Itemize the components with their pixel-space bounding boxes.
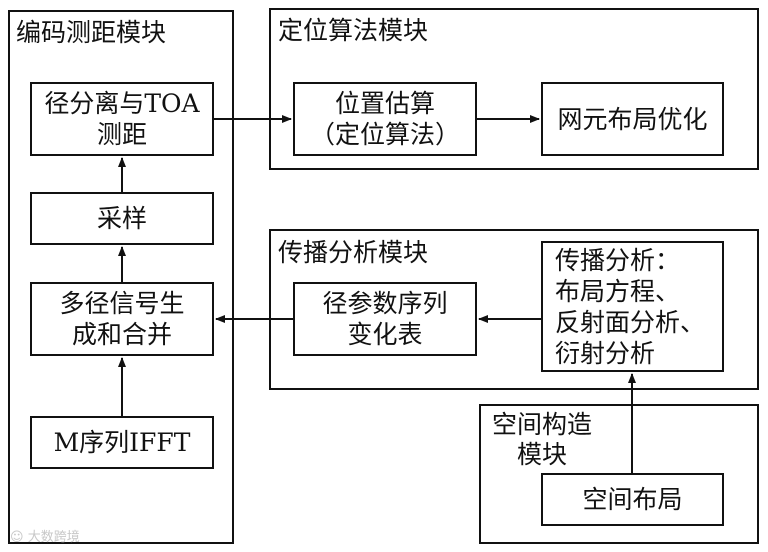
multipath-toa-line1: 径分离与TOA: [44, 89, 200, 118]
network-optimization-node: 网元布局优化: [541, 82, 724, 156]
sampling-line1: 采样: [96, 204, 147, 233]
space-layout-line1: 空间布局: [582, 485, 683, 514]
path-table-line2: 变化表: [347, 320, 423, 349]
watermark-text: 大数跨境: [27, 530, 80, 545]
multipath-gen-line2: 成和合并: [71, 320, 172, 349]
multipath-gen-node: 多径信号生 成和合并: [30, 282, 214, 356]
propagation-analysis-line4: 衍射分析: [555, 338, 656, 368]
multipath-toa-node: 径分离与TOA 测距: [30, 82, 214, 156]
positioning-module-title: 定位算法模块: [278, 16, 429, 45]
position-estimate-node: 位置估算 （定位算法）: [293, 82, 477, 156]
multipath-gen-line1: 多径信号生: [59, 289, 185, 318]
m-ifft-line1: M序列IFFT: [53, 428, 191, 457]
space-module-title-line2: 模块: [517, 440, 568, 469]
sampling-node: 采样: [30, 192, 214, 245]
watermark: ☺ 大数跨境: [10, 530, 80, 545]
space-layout-node: 空间布局: [541, 473, 724, 526]
propagation-analysis-node: 传播分析： 布局方程、 反射面分析、 衍射分析: [541, 241, 724, 372]
propagation-analysis-line3: 反射面分析、: [555, 307, 706, 337]
propagation-module-title: 传播分析模块: [278, 238, 429, 267]
position-estimate-line2: （定位算法）: [309, 120, 460, 149]
coding-module-title: 编码测距模块: [16, 18, 167, 47]
path-table-node: 径参数序列 变化表: [293, 282, 477, 356]
propagation-analysis-line2: 布局方程、: [555, 276, 681, 306]
space-module-title-line1: 空间构造: [492, 410, 593, 439]
m-ifft-node: M序列IFFT: [30, 416, 214, 469]
position-estimate-line1: 位置估算: [334, 89, 435, 118]
network-optimization-line1: 网元布局优化: [557, 104, 708, 134]
path-table-line1: 径参数序列: [322, 289, 448, 318]
multipath-toa-line2: 测距: [96, 120, 147, 149]
propagation-analysis-line1: 传播分析：: [555, 245, 681, 275]
space-module-title: 空间构造 模块: [492, 410, 592, 470]
